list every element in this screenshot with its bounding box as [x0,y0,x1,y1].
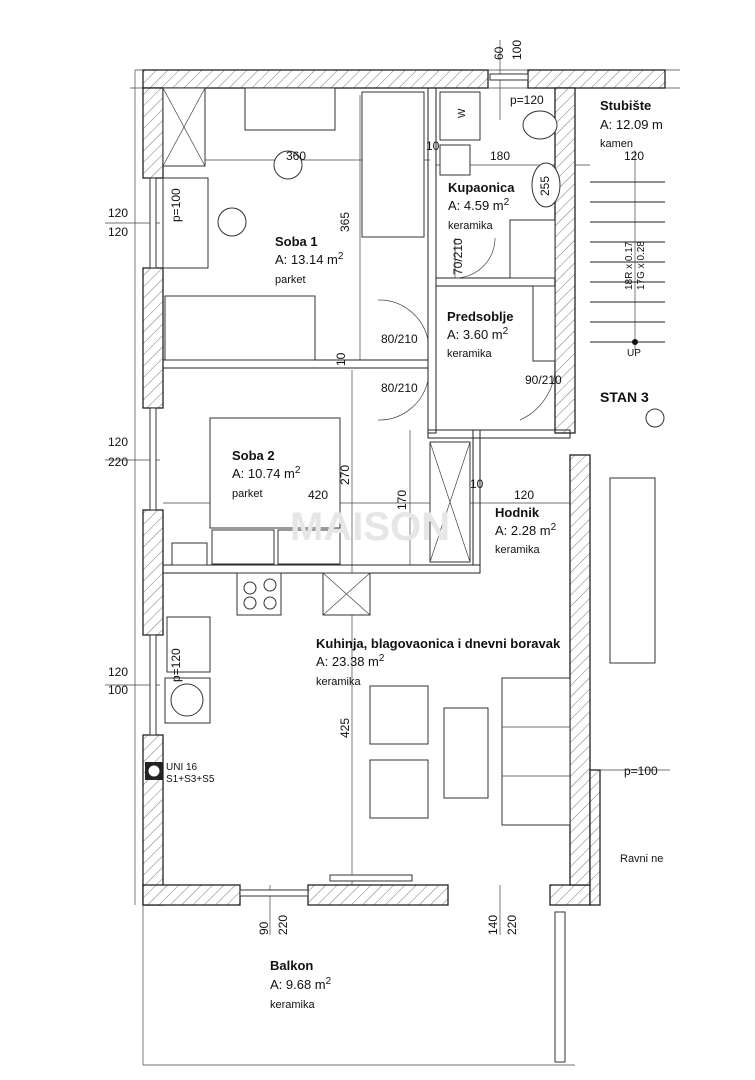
svg-text:140: 140 [486,915,500,935]
svg-text:220: 220 [276,915,290,935]
svg-text:Hodnik: Hodnik [495,505,540,520]
room-kupaonica: Kupaonica A: 4.59 m2 keramika [448,180,515,232]
svg-text:80/210: 80/210 [381,332,418,346]
balcony-railing [554,911,566,1063]
svg-text:p=120: p=120 [169,648,183,682]
svg-text:425: 425 [338,718,352,738]
svg-text:270: 270 [338,465,352,485]
svg-text:180: 180 [490,149,510,163]
svg-text:Predsoblje: Predsoblje [447,309,513,324]
up-label: UP [627,348,641,359]
svg-text:120: 120 [108,225,128,239]
svg-text:255: 255 [538,176,552,196]
stairs-treads: 17G x 0.28 [636,241,647,290]
svg-text:Soba 2: Soba 2 [232,448,275,463]
svg-text:80/210: 80/210 [381,381,418,395]
svg-text:60: 60 [492,46,506,60]
svg-text:A: 3.60 m2: A: 3.60 m2 [447,326,509,342]
svg-text:420: 420 [308,488,328,502]
svg-text:A: 10.74 m2: A: 10.74 m2 [232,465,301,481]
svg-text:keramika: keramika [448,220,494,232]
svg-text:kamen: kamen [600,138,633,150]
watermark: MAISON [290,505,450,549]
roof-label: Ravni ne [620,853,663,865]
room-kuhinja: Kuhinja, blagovaonica i dnevni boravak A… [316,636,561,688]
room-hodnik: Hodnik A: 2.28 m2 keramika [495,505,557,556]
svg-text:A: 12.09 m: A: 12.09 m [600,117,663,132]
svg-text:10: 10 [470,477,484,491]
room-predsoblje: Predsoblje A: 3.60 m2 keramika [447,309,513,360]
svg-text:220: 220 [108,455,128,469]
unit-label: STAN 3 [600,389,649,405]
furniture [162,87,656,826]
svg-text:Kupaonica: Kupaonica [448,180,515,195]
svg-text:p=100: p=100 [169,188,183,222]
svg-text:360: 360 [286,149,306,163]
svg-text:A: 9.68 m2: A: 9.68 m2 [270,976,332,992]
svg-text:120: 120 [108,435,128,449]
svg-text:keramika: keramika [270,999,316,1011]
svg-text:90/210: 90/210 [525,373,562,387]
svg-text:120: 120 [108,206,128,220]
staircase [590,181,665,428]
svg-text:A: 2.28 m2: A: 2.28 m2 [495,522,557,538]
washer-label: W [457,108,468,118]
svg-text:Stubište: Stubište [600,98,651,113]
svg-text:A: 23.38 m2: A: 23.38 m2 [316,653,385,669]
svg-text:A: 4.59 m2: A: 4.59 m2 [448,197,510,213]
uni-sub-label: S1+S3+S5 [166,774,215,785]
svg-text:120: 120 [624,149,644,163]
svg-text:A: 13.14 m2: A: 13.14 m2 [275,251,344,267]
svg-text:p=100: p=100 [624,764,658,778]
svg-text:Soba 1: Soba 1 [275,234,318,249]
room-stubiste: Stubište A: 12.09 m kamen [600,98,663,150]
svg-text:keramika: keramika [495,544,541,556]
windows [149,73,529,897]
doors [377,237,556,421]
svg-text:220: 220 [505,915,519,935]
stairs-risers: 18R x 0.17 [624,241,635,290]
svg-text:90: 90 [257,921,271,935]
svg-text:parket: parket [275,274,306,286]
svg-text:10: 10 [426,139,440,153]
svg-text:100: 100 [510,40,524,60]
dimension-labels: 60 100 p=120 360 365 180 255 120 10 10 1… [108,40,658,935]
svg-text:Balkon: Balkon [270,958,313,973]
room-soba1: Soba 1 A: 13.14 m2 parket [275,234,344,286]
svg-text:p=120: p=120 [510,93,544,107]
uni-label: UNI 16 [166,762,198,773]
svg-text:170: 170 [395,490,409,510]
svg-text:365: 365 [338,212,352,232]
svg-text:100: 100 [108,683,128,697]
svg-text:parket: parket [232,488,263,500]
svg-text:keramika: keramika [447,348,493,360]
svg-text:120: 120 [108,665,128,679]
svg-text:Kuhinja, blagovaonica i dnevni: Kuhinja, blagovaonica i dnevni boravak [316,636,561,651]
svg-text:keramika: keramika [316,676,362,688]
svg-text:120: 120 [514,488,534,502]
room-soba2: Soba 2 A: 10.74 m2 parket [232,448,301,500]
room-balkon: Balkon A: 9.68 m2 keramika [270,958,332,1011]
svg-text:70/210: 70/210 [451,238,465,275]
svg-text:10: 10 [334,352,348,366]
